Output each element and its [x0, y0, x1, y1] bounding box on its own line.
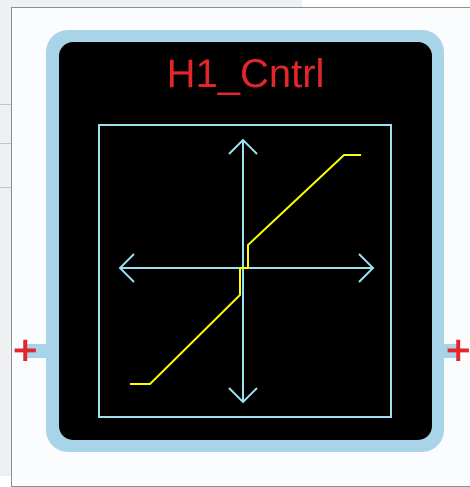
y-axis-bottom-arrowhead — [228, 387, 258, 404]
y-axis-top-arrowhead — [228, 138, 258, 155]
saturation-deadzone-characteristic-icon — [98, 124, 392, 418]
plot-box — [98, 124, 392, 418]
subsystem-block-face[interactable] — [59, 42, 432, 440]
characteristic-curve — [130, 154, 361, 385]
block-title: H1_Cntrl — [166, 52, 325, 96]
x-axis-left-arrowhead — [118, 253, 135, 283]
input-port-plus-icon[interactable]: + — [11, 330, 40, 370]
output-port-stub[interactable] — [442, 344, 458, 358]
output-port-plus-icon[interactable]: + — [444, 330, 470, 370]
input-port-stub[interactable] — [24, 344, 48, 358]
x-axis-right-arrowhead — [358, 253, 375, 283]
